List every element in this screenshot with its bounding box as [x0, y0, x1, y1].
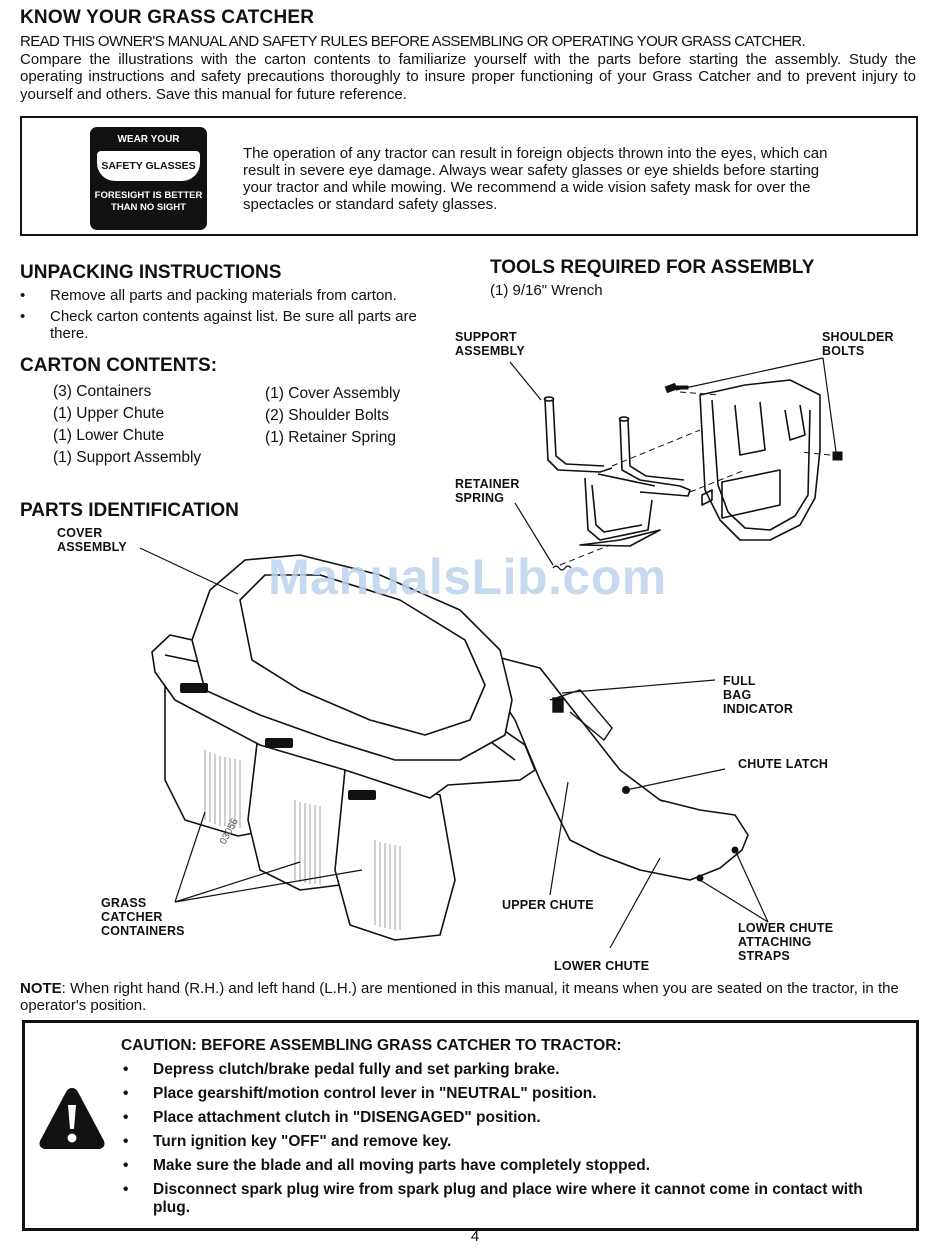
list-item: Check carton contents against list. Be s… [20, 308, 448, 342]
unpacking-list: Remove all parts and packing materials f… [20, 287, 448, 346]
page-number: 4 [470, 1228, 480, 1245]
label-line: SUPPORT [455, 330, 517, 344]
label-line: FULL [723, 674, 756, 688]
intro-warning-line: READ THIS OWNER'S MANUAL AND SAFETY RULE… [20, 33, 806, 50]
label-line: ASSEMBLY [57, 540, 127, 554]
label-full-bag-indicator: FULL BAG INDICATOR [723, 674, 793, 716]
watermark: ManualsLib.com [268, 549, 667, 605]
badge-top-text: WEAR YOUR [117, 134, 180, 145]
label-shoulder-bolts: SHOULDER BOLTS [822, 330, 894, 358]
support-tube-right [619, 419, 691, 497]
badge-bottom-text: FORESIGHT IS BETTER THAN NO SIGHT [90, 190, 207, 214]
container-handle-right [348, 790, 376, 800]
label-cover-assembly: COVER ASSEMBLY [57, 526, 127, 554]
list-item: Place attachment clutch in "DISENGAGED" … [121, 1109, 901, 1127]
label-line: BAG [723, 688, 752, 702]
upper-lower-chute [469, 649, 743, 881]
unpacking-title: UNPACKING INSTRUCTIONS [20, 262, 282, 283]
list-item: (1) Cover Assembly [265, 385, 401, 402]
label-line: STRAPS [738, 949, 790, 963]
label-line: CATCHER [101, 910, 163, 924]
badge-bottom-line-1: FORESIGHT IS BETTER [94, 190, 203, 201]
carton-title: CARTON CONTENTS: [20, 355, 218, 376]
safety-warning-text: The operation of any tractor can result … [243, 145, 828, 213]
list-item: Place gearshift/motion control lever in … [121, 1085, 901, 1103]
note-text: : When right hand (R.H.) and left hand (… [20, 980, 899, 1014]
list-item: Depress clutch/brake pedal fully and set… [121, 1061, 901, 1079]
list-item: Disconnect spark plug wire from spark pl… [121, 1181, 901, 1217]
label-line: SHOULDER [822, 330, 894, 344]
strap-mark-left [696, 874, 704, 882]
label-line: COVER [57, 526, 103, 540]
label-retainer-spring: RETAINER SPRING [455, 477, 520, 505]
intro-body: Compare the illustrations with the carto… [20, 50, 916, 103]
label-line: SPRING [455, 491, 505, 505]
page-title: KNOW YOUR GRASS CATCHER [20, 7, 315, 28]
support-tube-left [544, 399, 613, 473]
label-lower-chute: LOWER CHUTE [554, 959, 650, 973]
label-line: LOWER CHUTE [738, 921, 834, 935]
safety-glasses-box: WEAR YOUR SAFETY GLASSES FORESIGHT IS BE… [20, 116, 918, 236]
list-item: Make sure the blade and all moving parts… [121, 1157, 901, 1175]
support-basket [584, 477, 653, 541]
label-support-assembly: SUPPORT ASSEMBLY [455, 330, 525, 358]
carton-list-col2: (1) Cover Assembly (2) Shoulder Bolts (1… [265, 383, 400, 449]
full-bag-indicator-mark [549, 689, 613, 742]
label-line: RETAINER [455, 477, 520, 491]
label-line: GRASS [101, 896, 147, 910]
tractor-rear-plate [699, 379, 821, 541]
warning-triangle-icon [39, 1088, 105, 1149]
label-line: ASSEMBLY [455, 344, 525, 358]
list-item: (3) Containers [53, 383, 152, 400]
intro-paragraph: READ THIS OWNER'S MANUAL AND SAFETY RULE… [20, 33, 916, 103]
container-handle-left [180, 683, 208, 693]
label-grass-catcher-containers: GRASS CATCHER CONTAINERS [101, 896, 185, 938]
label-chute-latch: CHUTE LATCH [738, 757, 829, 771]
shoulder-bolt-right [832, 451, 843, 461]
parts-title: PARTS IDENTIFICATION [20, 500, 239, 521]
shoulder-bolt-left [664, 382, 678, 394]
retainer-spring [552, 565, 572, 571]
label-line: CONTAINERS [101, 924, 185, 938]
list-item: (1) Upper Chute [53, 405, 165, 422]
badge-lens-text: SAFETY GLASSES [97, 151, 200, 181]
container-handle-middle [265, 738, 293, 748]
label-line: ATTACHING [738, 935, 812, 949]
caution-title: CAUTION: BEFORE ASSEMBLING GRASS CATCHER… [121, 1037, 622, 1054]
list-item: Remove all parts and packing materials f… [20, 287, 448, 304]
label-upper-chute: UPPER CHUTE [502, 898, 594, 912]
cover-assembly [191, 554, 513, 761]
list-item: (2) Shoulder Bolts [265, 407, 390, 424]
label-line: INDICATOR [723, 702, 794, 716]
tools-title: TOOLS REQUIRED FOR ASSEMBLY [490, 257, 815, 278]
label-line: BOLTS [822, 344, 865, 358]
note-label: NOTE [20, 980, 62, 997]
list-item: Turn ignition key "OFF" and remove key. [121, 1133, 901, 1151]
note-paragraph: NOTE: When right hand (R.H.) and left ha… [20, 980, 916, 1014]
caution-list: Depress clutch/brake pedal fully and set… [121, 1061, 901, 1223]
carton-list-col1: (3) Containers (1) Upper Chute (1) Lower… [53, 381, 201, 469]
label-lower-chute-straps: LOWER CHUTE ATTACHING STRAPS [738, 921, 833, 963]
tools-item: (1) 9/16" Wrench [490, 282, 603, 299]
safety-glasses-badge-icon: WEAR YOUR SAFETY GLASSES FORESIGHT IS BE… [90, 127, 207, 230]
caution-box: CAUTION: BEFORE ASSEMBLING GRASS CATCHER… [22, 1020, 919, 1231]
list-item: (1) Support Assembly [53, 449, 202, 466]
badge-bottom-line-2: THAN NO SIGHT [111, 202, 186, 213]
list-item: (1) Retainer Spring [265, 429, 396, 446]
list-item: (1) Lower Chute [53, 427, 165, 444]
